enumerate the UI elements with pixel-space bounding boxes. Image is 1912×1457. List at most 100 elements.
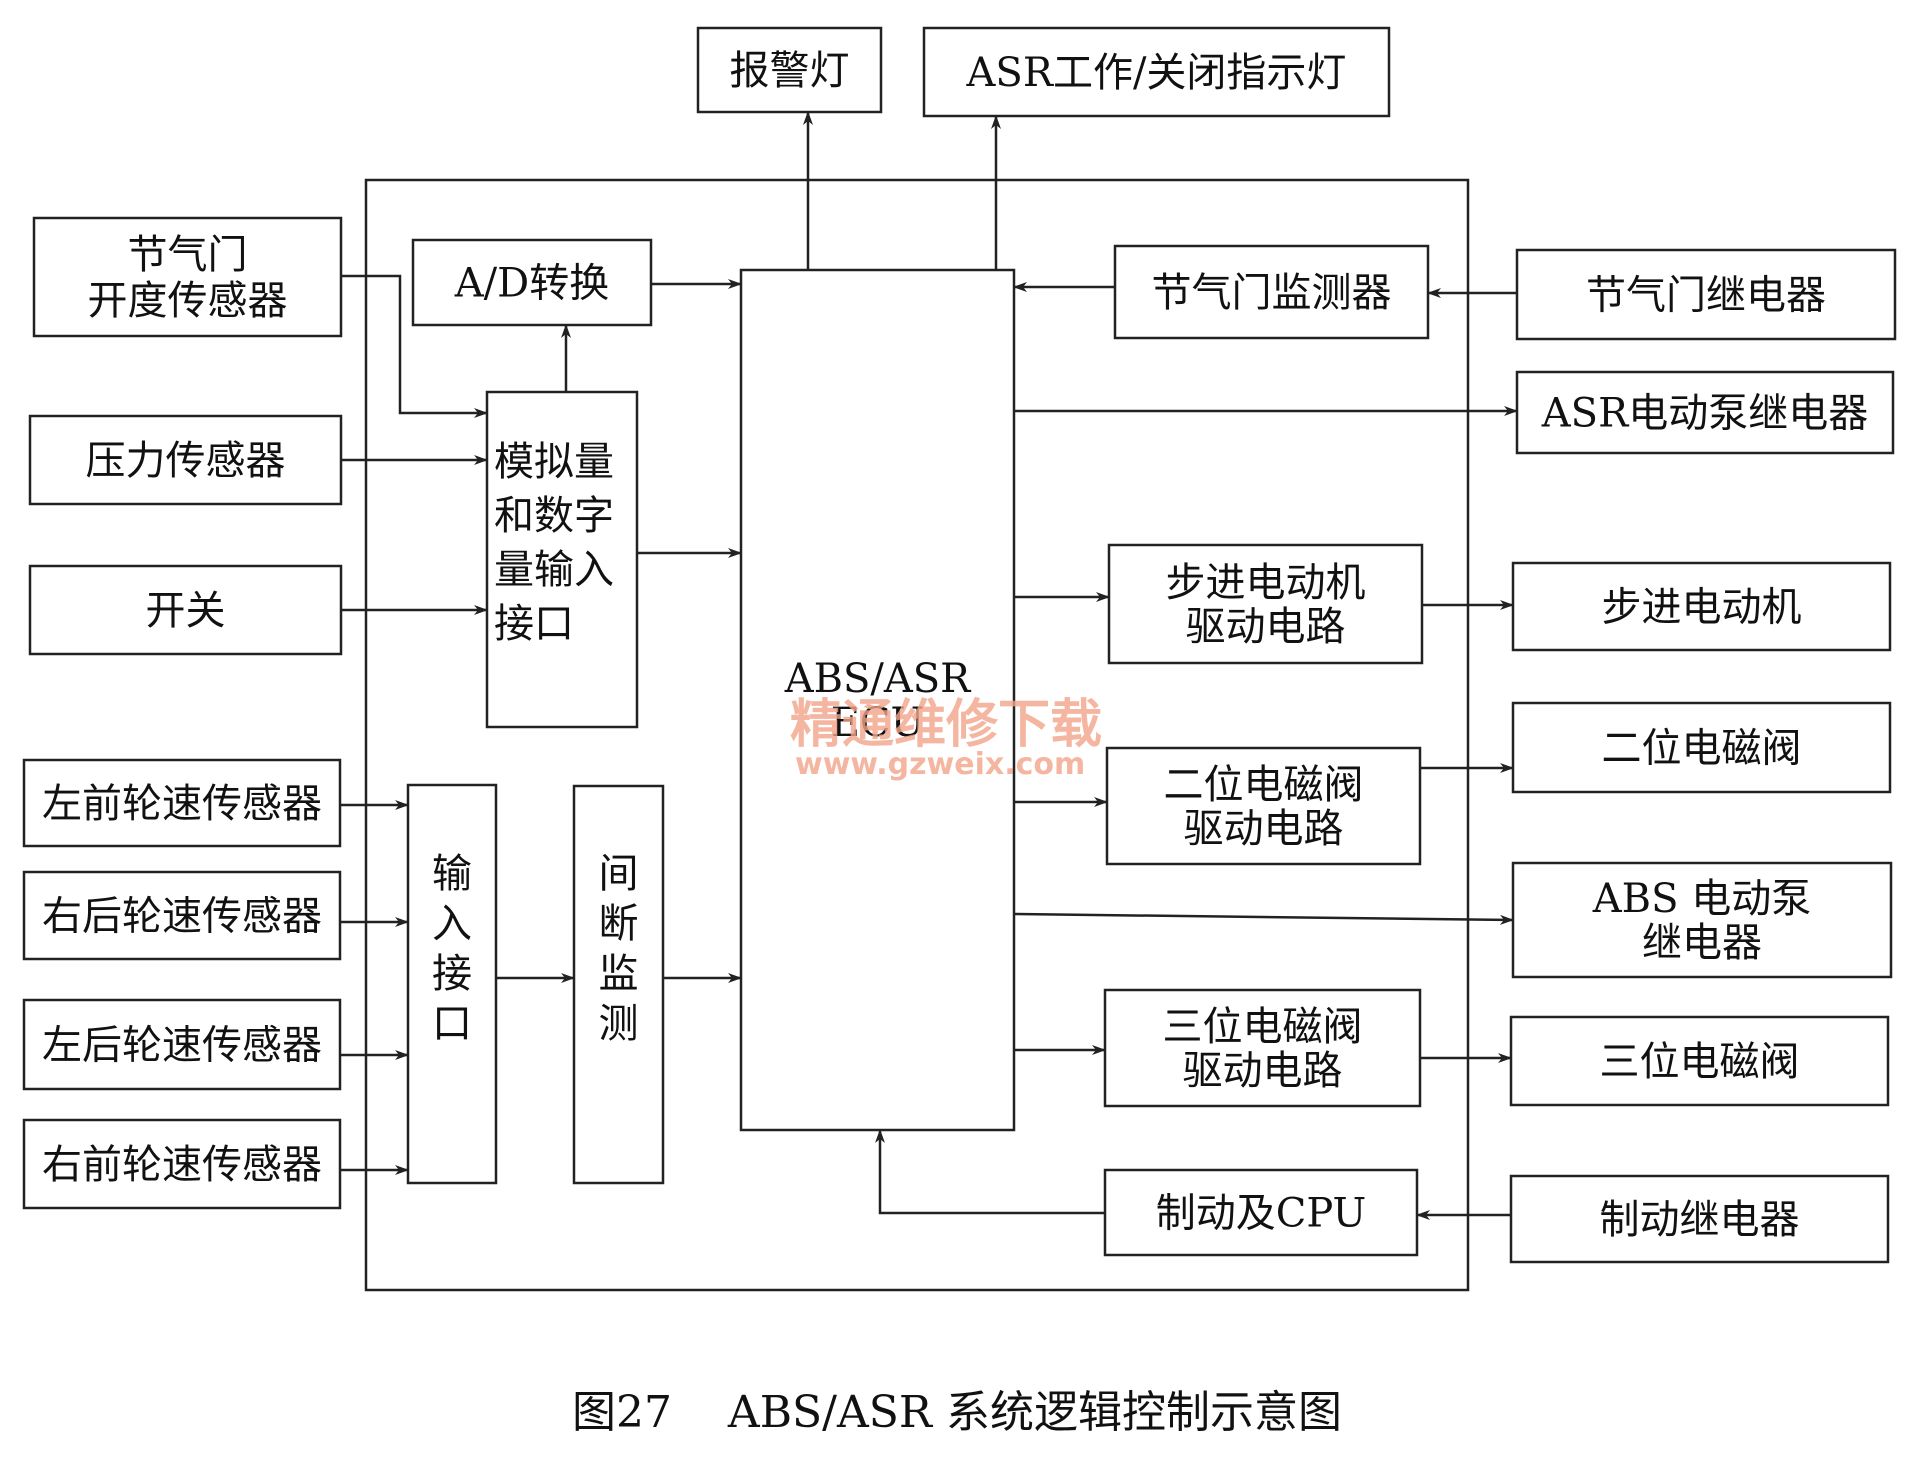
box-two-pos-driver-outline (1105, 746, 1422, 866)
box-rr-wheel-sensor-outline (22, 870, 342, 961)
box-two-pos-driver-label: 二位电磁阀 (1164, 762, 1364, 808)
box-three-pos-driver-outline (1103, 988, 1422, 1108)
figure-caption: 图27 ABS/ASR 系统逻辑控制示意图 (572, 1387, 1342, 1438)
box-pressure-sensor-label: 压力传感器 (86, 438, 286, 484)
box-throttle-relay-label: 节气门继电器 (1586, 273, 1826, 319)
watermark-main: 精通维修下载 (790, 695, 1102, 755)
box-abs-pump-relay-outline (1511, 861, 1893, 979)
box-intermittent-monitor-label: 监 (599, 951, 639, 997)
box-pressure-sensor: 压力传感器 (28, 414, 343, 506)
box-abs-pump-relay-label: ABS 电动泵 (1592, 876, 1811, 922)
box-three-pos-driver-label: 驱动电路 (1183, 1048, 1343, 1094)
box-stepper-driver-label: 步进电动机 (1166, 560, 1366, 606)
box-stepper-driver-label: 驱动电路 (1186, 604, 1346, 650)
box-asr-pump-relay-outline (1515, 370, 1895, 455)
box-analog-digital-interface-outline (485, 390, 639, 729)
box-ecu-label: ABS/ASR (784, 656, 972, 702)
box-intermittent-monitor-label: 测 (599, 1001, 639, 1047)
box-brake-relay: 制动继电器 (1509, 1174, 1890, 1264)
box-asr-pump-relay: ASR电动泵继电器 (1515, 370, 1895, 455)
box-two-pos-valve-outline (1511, 701, 1892, 794)
box-lf-wheel-sensor-label: 左前轮速传感器 (42, 781, 322, 827)
box-input-interface-label: 口 (432, 1001, 472, 1047)
box-throttle-sensor-outline (32, 216, 343, 338)
box-ad-convert: A/D转换 (411, 238, 653, 327)
box-three-pos-driver-label: 三位电磁阀 (1163, 1004, 1363, 1050)
box-three-pos-valve-outline (1509, 1015, 1890, 1107)
box-throttle-monitor-outline (1113, 244, 1430, 340)
box-three-pos-valve: 三位电磁阀 (1509, 1015, 1890, 1107)
box-throttle-relay: 节气门继电器 (1515, 248, 1897, 341)
box-alarm-lamp-label: 报警灯 (730, 48, 850, 94)
box-switch: 开关 (28, 564, 343, 656)
box-throttle-relay-outline (1515, 248, 1897, 341)
wire-throttle-sensor-ad (341, 274, 488, 418)
box-ad-convert-label: A/D转换 (454, 261, 609, 307)
box-ecu-label: ECU (831, 700, 925, 746)
box-three-pos-valve-label: 三位电磁阀 (1600, 1039, 1800, 1085)
box-stepper-motor-outline (1511, 561, 1892, 652)
box-ecu-outline (739, 268, 1016, 1132)
box-brake-cpu: 制动及CPU (1103, 1168, 1419, 1257)
box-stepper-motor: 步进电动机 (1511, 561, 1892, 652)
box-two-pos-driver-label: 驱动电路 (1184, 806, 1344, 852)
box-throttle-sensor-label: 节气门 (128, 232, 248, 278)
box-lr-wheel-sensor: 左后轮速传感器 (22, 998, 342, 1091)
box-asr-indicator: ASR工作/关闭指示灯 (922, 26, 1391, 118)
box-rf-wheel-sensor-label: 右前轮速传感器 (42, 1142, 322, 1188)
box-alarm-lamp: 报警灯 (696, 26, 883, 114)
connection-wires (340, 111, 1518, 1220)
box-input-interface-outline (406, 783, 498, 1185)
box-brake-relay-label: 制动继电器 (1600, 1197, 1800, 1243)
box-lf-wheel-sensor-outline (22, 758, 342, 848)
box-input-interface-label: 入 (432, 901, 472, 947)
box-lr-wheel-sensor-label: 左后轮速传感器 (42, 1023, 322, 1069)
wire-cpu-to-ecu (875, 1129, 1105, 1215)
box-lf-wheel-sensor: 左前轮速传感器 (22, 758, 342, 848)
box-intermittent-monitor-label: 间 (599, 851, 639, 897)
box-asr-pump-relay-label: ASR电动泵继电器 (1541, 391, 1868, 437)
box-rr-wheel-sensor-label: 右后轮速传感器 (42, 894, 322, 940)
box-brake-cpu-outline (1103, 1168, 1419, 1257)
box-analog-digital-interface-label: 接口 (494, 601, 574, 647)
box-abs-pump-relay-label: 继电器 (1642, 920, 1762, 966)
box-two-pos-valve: 二位电磁阀 (1511, 701, 1892, 794)
box-input-interface-label: 输 (432, 851, 472, 897)
box-analog-digital-interface-label: 和数字 (494, 493, 614, 539)
box-throttle-sensor-label: 开度传感器 (88, 278, 288, 324)
wire-ecu-to-abs-pump (1013, 912, 1514, 925)
box-ad-convert-outline (411, 238, 653, 327)
box-analog-digital-interface-label: 模拟量 (494, 439, 614, 485)
box-input-interface-label: 接 (432, 951, 472, 997)
box-brake-relay-outline (1509, 1174, 1890, 1264)
ecu-enclosure-frame (364, 178, 1470, 1292)
box-intermittent-monitor-label: 断 (599, 901, 639, 947)
box-intermittent-monitor-outline (572, 784, 665, 1185)
box-abs-pump-relay: ABS 电动泵继电器 (1511, 861, 1893, 979)
box-two-pos-valve-label: 二位电磁阀 (1602, 726, 1802, 772)
box-throttle-monitor: 节气门监测器 (1113, 244, 1430, 340)
box-throttle-monitor-label: 节气门监测器 (1152, 270, 1392, 316)
box-lr-wheel-sensor-outline (22, 998, 342, 1091)
box-brake-cpu-label: 制动及CPU (1156, 1191, 1367, 1237)
box-asr-indicator-outline (922, 26, 1391, 118)
box-stepper-driver-outline (1107, 543, 1424, 665)
watermark-url: www.gzweix.com (795, 747, 1085, 782)
box-analog-digital-interface-label: 量输入 (494, 547, 614, 593)
box-switch-outline (28, 564, 343, 656)
box-rr-wheel-sensor: 右后轮速传感器 (22, 870, 342, 961)
box-pressure-sensor-outline (28, 414, 343, 506)
box-stepper-motor-label: 步进电动机 (1602, 585, 1802, 631)
box-alarm-lamp-outline (696, 26, 883, 114)
box-switch-label: 开关 (146, 588, 226, 634)
box-asr-indicator-label: ASR工作/关闭指示灯 (966, 50, 1347, 96)
